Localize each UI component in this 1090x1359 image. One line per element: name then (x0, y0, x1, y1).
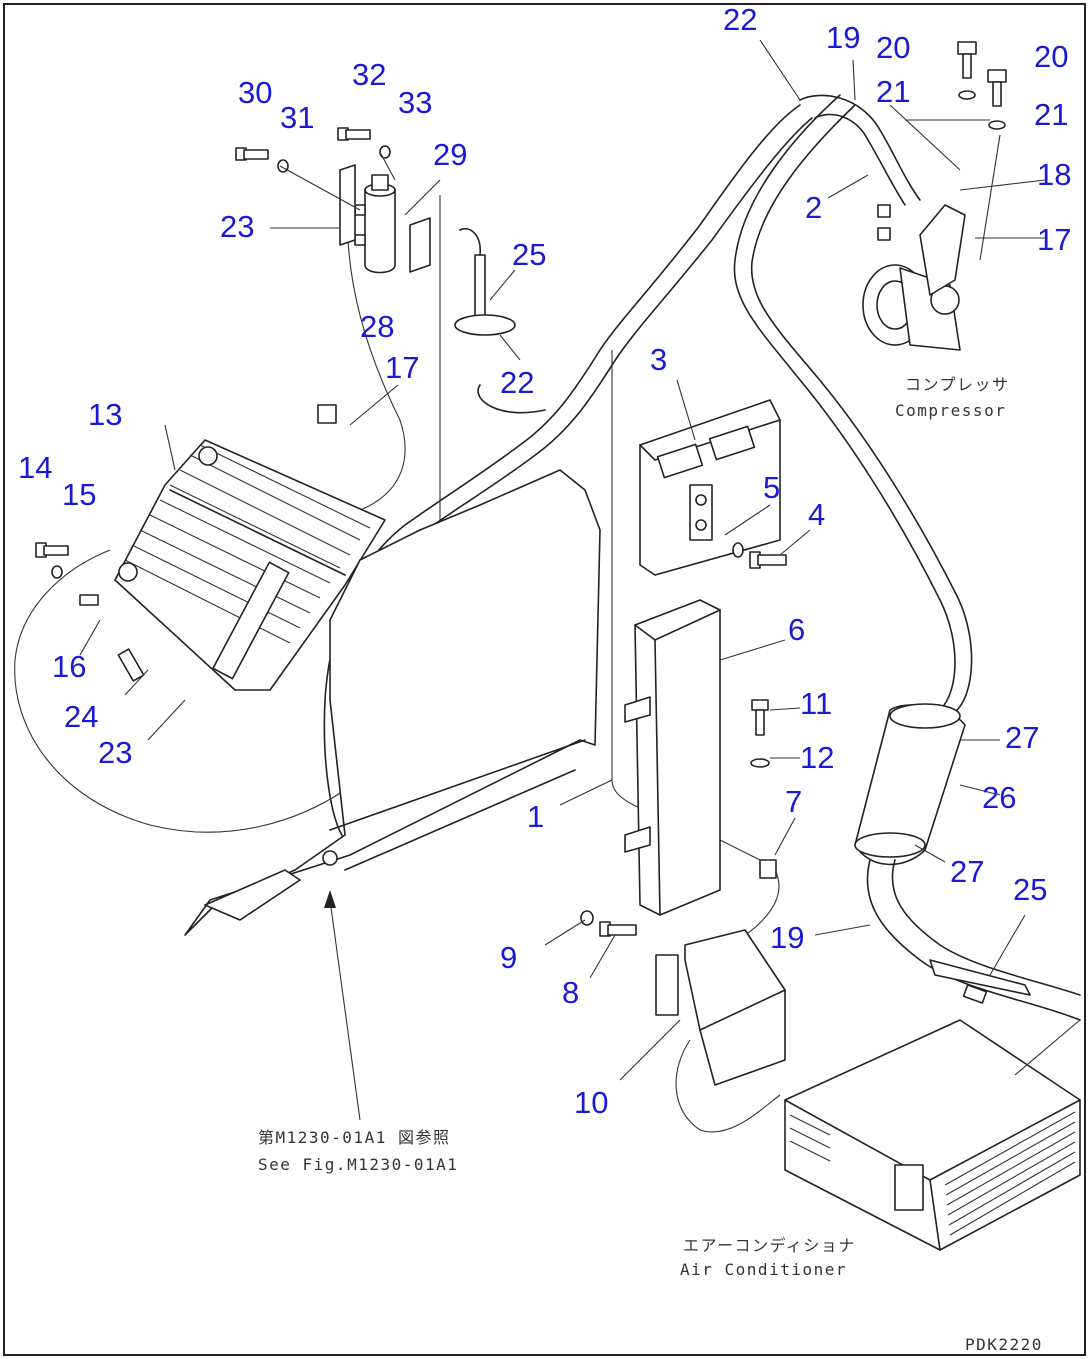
callout-29: 29 (433, 137, 467, 172)
callout-17-compressor: 17 (1037, 222, 1071, 257)
figref-caption-jp: 第M1230-01A1 図参照 (258, 1128, 450, 1147)
aircon-caption-en: Air Conditioner (680, 1260, 847, 1279)
compressor-caption-jp: コンプレッサ (905, 375, 1010, 394)
fasteners (35, 41, 1007, 937)
callout-8: 8 (562, 975, 579, 1010)
callout-23-upper: 23 (220, 209, 254, 244)
duct-10 (655, 929, 786, 1086)
callout-21-right: 21 (1034, 97, 1068, 132)
callout-4: 4 (808, 497, 825, 532)
callout-11: 11 (800, 686, 832, 721)
drawing-code: PDK2220 (965, 1335, 1043, 1354)
callout-32: 32 (352, 57, 386, 92)
callout-15: 15 (62, 477, 96, 512)
callout-7: 7 (785, 784, 802, 819)
callout-27-top: 27 (1005, 720, 1039, 755)
diagram-frame (3, 3, 1086, 1356)
arrowhead (324, 890, 336, 908)
callout-27-bottom: 27 (950, 854, 984, 889)
condenser (114, 439, 386, 691)
hose-26 (854, 703, 1081, 1021)
callout-33: 33 (398, 85, 432, 120)
callout-13: 13 (88, 397, 122, 432)
bracket-6 (624, 599, 721, 916)
callout-26: 26 (982, 780, 1016, 815)
callout-31: 31 (280, 100, 314, 135)
callout-1: 1 (527, 799, 544, 834)
callout-23-lower: 23 (98, 735, 132, 770)
compressor-caption-en: Compressor (895, 401, 1006, 420)
air-conditioner-unit (784, 1019, 1081, 1251)
callout-10: 10 (574, 1085, 608, 1120)
callout-30: 30 (238, 75, 272, 110)
callout-9: 9 (500, 940, 517, 975)
hose-25-top (454, 228, 546, 414)
callout-12: 12 (800, 740, 834, 775)
callout-2: 2 (805, 190, 822, 225)
callout-19-bottom: 19 (770, 920, 804, 955)
callout-28: 28 (360, 309, 394, 344)
callout-19-top: 19 (826, 20, 860, 55)
callout-22-top: 22 (723, 2, 757, 37)
callouts: 1 2 3 4 5 6 7 8 9 10 11 12 13 14 15 16 1… (18, 2, 1071, 1120)
leader-lines (79, 39, 1081, 1121)
callout-24: 24 (64, 699, 98, 734)
captions: コンプレッサ Compressor 第M1230-01A1 図参照 See Fi… (258, 375, 1043, 1354)
hose-25-bottom (929, 959, 1031, 1004)
compressor (862, 204, 966, 351)
figref-caption-en: See Fig.M1230-01A1 (258, 1155, 458, 1174)
callout-18: 18 (1037, 157, 1071, 192)
callout-3: 3 (650, 342, 667, 377)
callout-25-top: 25 (512, 237, 546, 272)
receiver-drier (339, 164, 431, 274)
callout-25-bottom: 25 (1013, 872, 1047, 907)
callout-20-left: 20 (876, 30, 910, 65)
mounting-frame (184, 469, 601, 936)
callout-22-clamp: 22 (500, 365, 534, 400)
callout-14: 14 (18, 450, 52, 485)
aircon-caption-jp: エアーコンディショナ (683, 1236, 856, 1255)
callout-21-left: 21 (876, 74, 910, 109)
callout-16: 16 (52, 649, 86, 684)
callout-6: 6 (788, 612, 805, 647)
callout-17-upper: 17 (385, 350, 419, 385)
callout-20-right: 20 (1034, 39, 1068, 74)
control-panel (639, 399, 781, 576)
callout-5: 5 (763, 470, 780, 505)
